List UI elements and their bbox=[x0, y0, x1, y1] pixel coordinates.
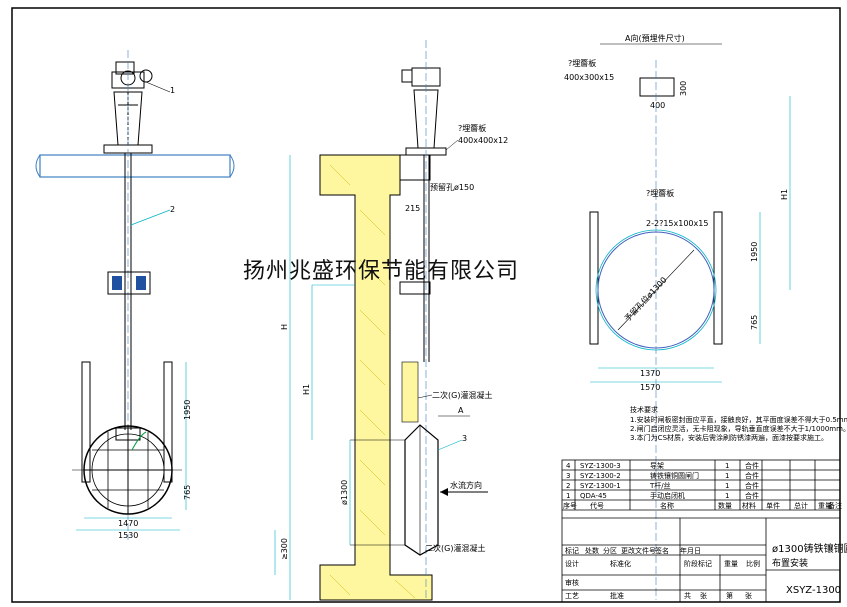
dim-1530-left: 1530 bbox=[118, 531, 138, 540]
bom-row-2-no: 2 bbox=[566, 482, 570, 490]
bom-header-total: 总计 bbox=[794, 501, 808, 510]
dim-H1: H1 bbox=[302, 384, 311, 395]
sheet-total: 共 bbox=[684, 591, 691, 600]
bom-rows: 4 SYZ-1300-3 导架 1 合件 3 SYZ-1300-2 铸铁镶铜圆闸… bbox=[563, 461, 842, 510]
sign-cell-3: 分区 bbox=[603, 546, 617, 555]
drawing-number: XSYZ-1300 bbox=[786, 585, 841, 596]
drawing-subtitle: 布置安装 bbox=[772, 557, 808, 569]
dim-1370: 1370 bbox=[640, 369, 660, 378]
sign-cell-5: 签名 bbox=[655, 546, 669, 555]
role-process: 工艺 bbox=[565, 592, 579, 600]
bom-header-remark: 备注 bbox=[828, 501, 842, 510]
sheet-unit-1: 张 bbox=[700, 591, 707, 600]
opening-label: 予留孔位ø1300 bbox=[622, 275, 668, 324]
technical-notes: 技术要求 1.安装时闸板密封面应平直，接触良好，其平面度误差不得大于0.5mm。… bbox=[630, 405, 847, 442]
left-elevation-view: 1 2 1950 765 1470 1530 bbox=[35, 50, 235, 540]
a-view: A向(預埋件尺寸) ?埋簷板 400x300x15 400 300 ?埋簷板 2… bbox=[564, 33, 791, 600]
bom-row-4-qty: 1 bbox=[725, 462, 729, 470]
bom-row-4-mat: 合件 bbox=[745, 461, 759, 470]
notes-line-2: 2.闸门启闭应灵活，无卡阻现象，导轨垂直度误差不大于1/1000mm。 bbox=[630, 424, 847, 433]
dim-765-a: 765 bbox=[750, 315, 759, 330]
plate-size: 400x400x12 bbox=[458, 136, 508, 145]
callout-1: 1 bbox=[170, 86, 175, 95]
bom-row-2-qty: 1 bbox=[725, 482, 729, 490]
role-standard: 标准化 bbox=[610, 559, 631, 568]
sign-cell-1: 标记 bbox=[565, 546, 579, 555]
stage-weight: 重量 bbox=[724, 560, 738, 568]
title-block: ø1300铸铁镶铜圆闸门 布置安装 XSYZ-1300 标记 处数 分区 更改文… bbox=[565, 542, 847, 600]
dim-765-left: 765 bbox=[183, 485, 192, 500]
flow-label: 水流方向 bbox=[450, 480, 482, 490]
bom-row-2-code: SYZ-1300-1 bbox=[580, 482, 621, 490]
dim-1950-left: 1950 bbox=[183, 400, 192, 420]
stage-mark: 阶段标记 bbox=[684, 559, 712, 568]
bom-row-2-name: T杆/丝 bbox=[649, 481, 671, 490]
role-review: 审核 bbox=[565, 578, 579, 587]
dia-label: ø1300 bbox=[340, 480, 349, 505]
bom-row-4-name: 导架 bbox=[650, 462, 664, 470]
bom-row-3-qty: 1 bbox=[725, 472, 729, 480]
role-approve: 批准 bbox=[610, 591, 624, 600]
notes-line-1: 1.安装时闸板密封面应平直，接触良好，其平面度误差不得大于0.5mm。 bbox=[630, 415, 847, 424]
bom-header-name: 名称 bbox=[660, 501, 674, 510]
dim-H1-a: H1 bbox=[780, 189, 789, 200]
dim-1570: 1570 bbox=[640, 383, 660, 392]
bom-row-4-code: SYZ-1300-3 bbox=[580, 462, 621, 470]
notes-title: 技术要求 bbox=[630, 405, 658, 414]
stage-scale: 比例 bbox=[746, 559, 760, 568]
sheet-unit-2: 张 bbox=[745, 591, 752, 600]
company-watermark: 扬州兆盛环保节能有限公司 bbox=[243, 259, 520, 284]
drawing-title: ø1300铸铁镶铜圆闸门 bbox=[772, 542, 847, 555]
bom-header-qty: 数量 bbox=[718, 501, 732, 510]
dim-300-a: 300 bbox=[679, 81, 688, 96]
plate-label: ?埋簷板 bbox=[458, 123, 486, 133]
sign-cell-2: 处数 bbox=[585, 546, 599, 555]
bom-header-no: 序号 bbox=[563, 501, 577, 510]
a-view-title: A向(預埋件尺寸) bbox=[625, 33, 685, 43]
bom-header-mat: 材料 bbox=[742, 501, 756, 510]
notes-line-3: 3.本门为CS材质，安装后需涂刷防锈漆两遍，面漆按要求施工。 bbox=[630, 433, 828, 442]
concrete-top-label: 二次(G)灌混凝土 bbox=[432, 390, 492, 400]
dim-1470-left: 1470 bbox=[118, 519, 138, 528]
dim-400: 400 bbox=[650, 101, 665, 110]
bom-header-code: 代号 bbox=[590, 501, 604, 510]
bom-row-1-name: 手动启闭机 bbox=[650, 491, 685, 500]
role-design: 设计 bbox=[565, 559, 579, 568]
bill-of-materials bbox=[561, 459, 841, 603]
top-plate-size: 400x300x15 bbox=[564, 73, 614, 82]
bom-row-1-qty: 1 bbox=[725, 492, 729, 500]
side-plate-label: ?埋簷板 bbox=[646, 188, 674, 198]
bom-row-1-code: QDA-45 bbox=[580, 492, 607, 500]
bom-row-2-mat: 合件 bbox=[745, 481, 759, 490]
bom-row-1-no: 1 bbox=[566, 492, 570, 500]
dim-215: 215 bbox=[405, 204, 420, 213]
bom-header-unit: 单件 bbox=[766, 501, 780, 510]
top-plate-label: ?埋簷板 bbox=[568, 58, 596, 68]
sign-cell-4: 更改文件号 bbox=[621, 546, 656, 555]
section-view: ?埋簷板 400x400x12 预留孔ø150 215 H H1 ø1300 二… bbox=[274, 40, 508, 601]
concrete-bottom-label: 二次(G)灌混凝土 bbox=[425, 543, 485, 553]
dim-1950-a: 1950 bbox=[750, 242, 759, 262]
bom-row-4-no: 4 bbox=[566, 462, 571, 470]
sheet-no: 第 bbox=[726, 591, 733, 600]
hole-label: 预留孔ø150 bbox=[430, 182, 474, 192]
bom-row-3-no: 3 bbox=[566, 472, 570, 480]
dim-300: ≥300 bbox=[280, 538, 289, 560]
callout-2: 2 bbox=[170, 205, 175, 214]
bom-row-3-code: SYZ-1300-2 bbox=[580, 472, 621, 480]
bom-row-3-name: 铸铁镶铜圆闸门 bbox=[650, 471, 699, 480]
bom-header-weight: 重量 bbox=[818, 502, 832, 510]
callout-3: 3 bbox=[462, 434, 467, 443]
dim-H: H bbox=[280, 324, 289, 330]
sign-cell-6: 年月日 bbox=[680, 546, 701, 555]
mark-A: A bbox=[458, 406, 464, 415]
bom-row-1-mat: 合件 bbox=[745, 491, 759, 500]
side-plate-size: 2-2?15x100x15 bbox=[646, 219, 708, 228]
bom-row-3-mat: 合件 bbox=[745, 471, 759, 480]
